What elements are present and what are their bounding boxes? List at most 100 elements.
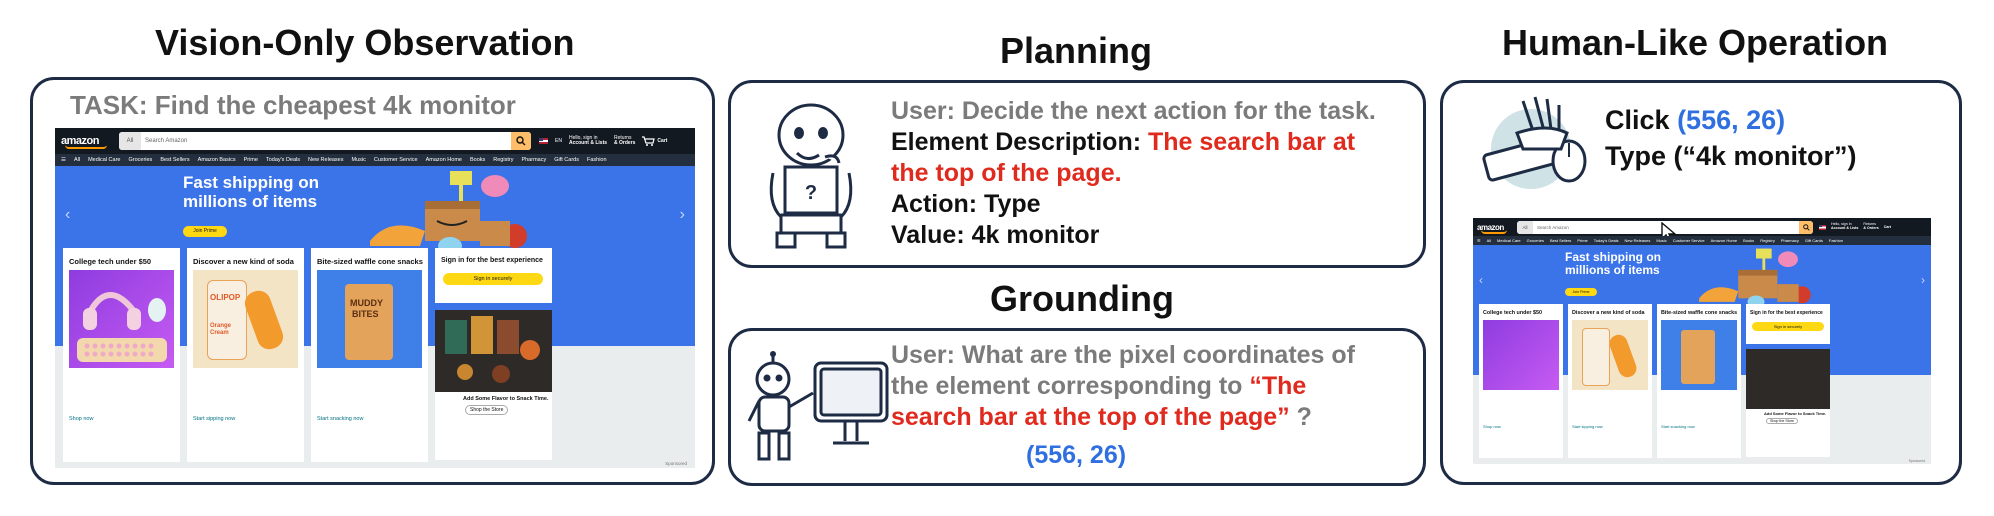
- task-text: TASK: Find the cheapest 4k monitor: [70, 90, 516, 120]
- nav-item[interactable]: Prime: [1577, 238, 1588, 243]
- nav-item[interactable]: Gift Cards: [1804, 238, 1823, 243]
- nav-item[interactable]: Medical Care: [1497, 238, 1521, 243]
- cart-icon: [642, 136, 656, 146]
- amazon-search-bar[interactable]: All Search Amazon: [119, 132, 531, 150]
- card-signin: Sign in for the best experience Sign in …: [435, 248, 552, 303]
- card-link[interactable]: Shop now: [69, 416, 94, 422]
- nav-item[interactable]: Best Sellers: [160, 157, 190, 163]
- nav-item[interactable]: Books: [469, 157, 486, 163]
- hero-products-illustration: [1699, 248, 1811, 309]
- nav-menu-icon[interactable]: ☰: [61, 157, 66, 163]
- nav-menu-icon[interactable]: ☰: [1477, 238, 1481, 243]
- card-ad[interactable]: Add Some Flavor to Snack Time. Shop the …: [1746, 349, 1830, 457]
- nav-item[interactable]: Groceries: [128, 157, 153, 163]
- hero-next-arrow-icon[interactable]: ›: [1921, 273, 1925, 287]
- soda-image: OLIPOP Orange Cream: [193, 270, 298, 368]
- returns-menu[interactable]: Returns& Orders: [614, 135, 636, 147]
- nav-item[interactable]: Music: [1656, 238, 1667, 243]
- card-link[interactable]: Start snacking now: [1661, 424, 1695, 429]
- search-button[interactable]: [511, 132, 531, 150]
- account-line2: Account & Lists: [1831, 226, 1859, 230]
- account-line1: Hello, sign in: [1831, 222, 1852, 227]
- ad-button[interactable]: Shop the Store: [465, 405, 509, 415]
- grounding-line1: User: What are the pixel coordinates of: [891, 341, 1355, 369]
- thinking-robot-icon: ?: [769, 103, 853, 249]
- robot-pointing-board-icon: [747, 351, 889, 461]
- nav-item[interactable]: Pharmacy: [521, 157, 547, 163]
- nav-item[interactable]: Customer Service: [373, 157, 418, 163]
- card-link[interactable]: Start snacking now: [317, 416, 364, 422]
- nav-item[interactable]: Prime: [243, 157, 258, 163]
- returns-line2: & Orders: [614, 140, 636, 146]
- card-waffle[interactable]: Bite-sized waffle cone snacks MUDDY BITE…: [311, 248, 428, 462]
- nav-item[interactable]: All: [73, 157, 81, 163]
- search-input[interactable]: Search Amazon: [1537, 224, 1569, 230]
- card-title: Bite-sized waffle cone snacks: [317, 257, 423, 266]
- click-label: Click: [1605, 105, 1670, 135]
- nav-item[interactable]: Registry: [1760, 238, 1775, 243]
- nav-item[interactable]: Best Sellers: [1549, 238, 1572, 243]
- returns-menu[interactable]: Returns& Orders: [1863, 222, 1878, 231]
- planning-action: Action: Type: [891, 190, 1041, 218]
- hero-title: Fast shipping on millions of items: [183, 173, 319, 211]
- hero-prev-arrow-icon[interactable]: ‹: [1479, 273, 1483, 287]
- nav-item[interactable]: Groceries: [1526, 238, 1544, 243]
- language-select[interactable]: EN: [555, 138, 562, 144]
- signin-button[interactable]: Sign in securely: [443, 273, 543, 285]
- nav-item[interactable]: Gift Cards: [554, 157, 579, 163]
- nav-item[interactable]: New Releases: [1624, 238, 1651, 243]
- cart-button[interactable]: Cart: [642, 136, 667, 146]
- card-ad[interactable]: Add Some Flavor to Snack Time. Shop the …: [435, 310, 552, 460]
- card-link[interactable]: Shop now: [1483, 424, 1501, 429]
- card-college-tech[interactable]: College tech under $50 Shop now: [1479, 304, 1563, 458]
- nav-item[interactable]: Books: [1743, 238, 1755, 243]
- signin-button[interactable]: Sign in securely: [1752, 322, 1824, 331]
- snack-bag: MUDDY BITES: [345, 284, 393, 360]
- hero-title: Fast shipping on millions of items: [1565, 250, 1661, 277]
- search-category[interactable]: All: [119, 132, 141, 150]
- nav-item[interactable]: Amazon Basics: [197, 157, 236, 163]
- card-waffle[interactable]: Bite-sized waffle cone snacks Start snac…: [1657, 304, 1741, 458]
- nav-item[interactable]: Registry: [493, 157, 514, 163]
- nav-item[interactable]: Amazon Home: [1710, 238, 1738, 243]
- card-soda[interactable]: Discover a new kind of soda OLIPOP Orang…: [187, 248, 304, 462]
- card-link[interactable]: Start sipping now: [1572, 424, 1603, 429]
- nav-item[interactable]: Today's Deals: [265, 157, 301, 163]
- grounding-line2: the element corresponding to “The: [891, 372, 1306, 401]
- nav-item[interactable]: Music: [351, 157, 366, 163]
- search-button[interactable]: [1799, 220, 1813, 234]
- card-soda[interactable]: Discover a new kind of soda Start sippin…: [1568, 304, 1652, 458]
- ad-button[interactable]: Shop the Store: [1766, 418, 1798, 424]
- nav-item[interactable]: Customer Service: [1672, 238, 1705, 243]
- nav-item[interactable]: New Releases: [308, 157, 344, 163]
- soda-can: [1582, 328, 1610, 386]
- join-prime-button[interactable]: Join Prime: [1565, 288, 1597, 296]
- nav-item[interactable]: All: [1486, 238, 1492, 243]
- nav-item[interactable]: Fashion: [586, 157, 607, 163]
- join-prime-button[interactable]: Join Prime: [183, 226, 227, 237]
- operation-panel: Click (556, 26) Type (“4k monitor”) amaz…: [1440, 80, 1962, 485]
- soda-flavor-line1: Orange: [210, 323, 232, 329]
- nav-item[interactable]: Today's Deals: [1593, 238, 1619, 243]
- ad-text: Add Some Flavor to Snack Time.: [463, 396, 549, 402]
- amazon-logo[interactable]: amazon: [61, 135, 113, 149]
- cart-button[interactable]: Cart: [1883, 225, 1891, 229]
- nav-item[interactable]: Amazon Home: [425, 157, 462, 163]
- type-action: Type (“4k monitor”): [1605, 141, 1857, 171]
- vision-panel: TASK: Find the cheapest 4k monitor amazo…: [30, 77, 715, 485]
- nav-item[interactable]: Pharmacy: [1780, 238, 1799, 243]
- account-line1: Hello, sign in: [568, 134, 598, 141]
- sponsored-label: Sponsored: [1908, 459, 1925, 463]
- hero-prev-arrow-icon[interactable]: ‹: [65, 206, 71, 223]
- search-category[interactable]: All: [1517, 220, 1533, 234]
- amazon-logo[interactable]: amazon: [1477, 223, 1513, 234]
- card-college-tech[interactable]: College tech under $50 Shop now: [63, 248, 180, 462]
- nav-item[interactable]: Medical Care: [88, 157, 121, 163]
- card-link[interactable]: Start sipping now: [193, 416, 236, 422]
- hero-next-arrow-icon[interactable]: ›: [679, 206, 685, 223]
- search-input[interactable]: Search Amazon: [145, 138, 188, 144]
- amazon-screenshot: amazon All Search Amazon EN Hello, sign …: [55, 128, 695, 468]
- nav-item[interactable]: Fashion: [1828, 238, 1844, 243]
